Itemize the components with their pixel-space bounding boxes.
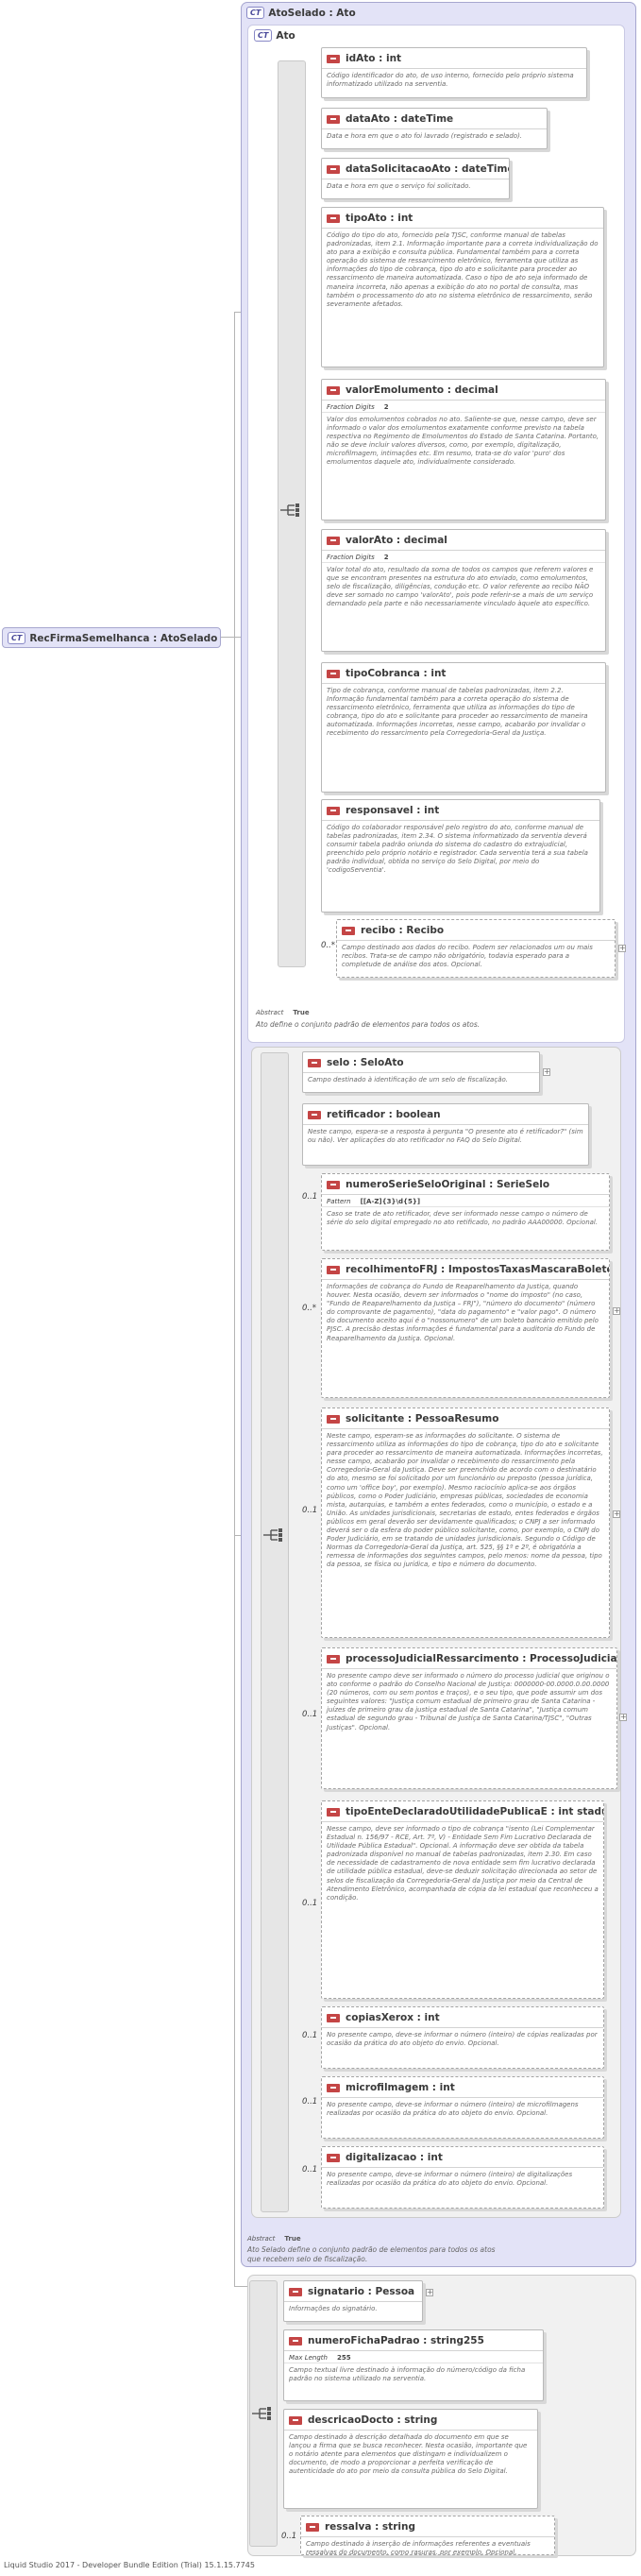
element-solicitante[interactable]: solicitante : PessoaResumo Neste campo, … <box>321 1407 610 1638</box>
occurrence-label: 0..1 <box>302 2031 318 2040</box>
atoselado-description: Ato Selado define o conjunto padrão de e… <box>247 2245 496 2263</box>
element-digitalizacao[interactable]: digitalizacao : int No presente campo, d… <box>321 2146 604 2209</box>
element-idato[interactable]: idAto : int Código identificador do ato,… <box>321 47 587 98</box>
expand-icon[interactable]: + <box>613 1306 620 1315</box>
occurrence-label: 0..* <box>321 941 336 950</box>
element-icon <box>327 2013 340 2022</box>
occurrence-label: 0..1 <box>302 2097 318 2107</box>
element-icon <box>327 385 340 395</box>
element-tipoato[interactable]: tipoAto : int Código do tipo do ato, for… <box>321 207 604 367</box>
root-label: RecFirmaSemelhanca : AtoSelado <box>29 633 218 644</box>
sequence-compositor <box>261 1052 289 2212</box>
element-icon <box>327 1654 340 1663</box>
element-icon <box>327 536 340 545</box>
element-numeroserieselooriginal[interactable]: numeroSerieSeloOriginal : SerieSelo Patt… <box>321 1173 610 1251</box>
element-icon <box>327 1807 340 1817</box>
element-icon <box>327 806 340 815</box>
element-icon <box>306 2522 319 2532</box>
element-signatario[interactable]: signatario : Pessoa Informações do signa… <box>283 2280 423 2322</box>
expand-icon[interactable]: + <box>619 1713 627 1721</box>
element-processojudicialressarcimento[interactable]: processoJudicialRessarcimento : Processo… <box>321 1647 617 1789</box>
element-valoremolumento[interactable]: valorEmolumento : decimal Fraction Digit… <box>321 379 606 520</box>
connector-line <box>221 637 249 638</box>
element-selo[interactable]: selo : SeloAto Campo destinado à identif… <box>302 1051 540 1093</box>
occurrence-label: 0..1 <box>281 2532 297 2541</box>
element-retificador[interactable]: retificador : boolean Neste campo, esper… <box>302 1103 589 1166</box>
sequence-icon <box>280 503 299 517</box>
expand-icon[interactable]: + <box>613 1510 620 1518</box>
sequence-icon <box>263 1528 282 1542</box>
element-icon <box>327 669 340 678</box>
complex-type-icon: CT <box>8 632 26 644</box>
expand-icon[interactable]: + <box>543 1067 550 1076</box>
element-microfilmagem[interactable]: microfilmagem : int No presente campo, d… <box>321 2076 604 2139</box>
occurrence-label: 0..1 <box>302 1506 318 1515</box>
element-descricaodocto[interactable]: descricaoDocto : string Campo destinado … <box>283 2409 538 2509</box>
element-icon <box>308 1110 321 1119</box>
expand-icon[interactable]: + <box>426 2288 433 2296</box>
element-icon <box>327 114 340 124</box>
element-datasolicitacaoato[interactable]: dataSolicitacaoAto : dateTime Data e hor… <box>321 158 510 199</box>
element-tipocobranca[interactable]: tipoCobranca : int Tipo de cobrança, con… <box>321 662 606 793</box>
facet-row: Pattern[[A-Z]{3}\d{5}] <box>322 1195 609 1207</box>
element-icon <box>327 1414 340 1424</box>
sequence-icon <box>252 2407 271 2420</box>
ato-description: Ato define o conjunto padrão de elemento… <box>256 1020 481 1029</box>
connector-line <box>234 2286 251 2287</box>
occurrence-label: 0..1 <box>302 1899 318 1908</box>
complex-type-icon: CT <box>246 7 265 19</box>
footer-text: Liquid Studio 2017 - Developer Bundle Ed… <box>4 2561 255 2569</box>
element-icon <box>327 2153 340 2162</box>
element-responsavel[interactable]: responsavel : int Código do colaborador … <box>321 799 600 913</box>
element-icon <box>289 2415 302 2425</box>
element-icon <box>327 164 340 174</box>
element-copiasxerox[interactable]: copiasXerox : int No presente campo, dev… <box>321 2006 604 2069</box>
atoselado-title: AtoSelado : Ato <box>268 8 356 19</box>
element-icon <box>308 1058 321 1067</box>
element-icon <box>327 1265 340 1274</box>
element-icon <box>342 926 355 935</box>
expand-icon[interactable]: + <box>618 944 626 952</box>
complex-type-icon: CT <box>254 29 273 42</box>
sequence-compositor <box>278 60 306 967</box>
occurrence-label: 0..1 <box>302 2165 318 2175</box>
element-icon <box>327 54 340 63</box>
element-icon <box>289 2336 302 2346</box>
occurrence-label: 0..1 <box>302 1710 318 1719</box>
occurrence-label: 0..* <box>302 1304 317 1313</box>
element-icon <box>289 2287 302 2296</box>
occurrence-label: 0..1 <box>302 1192 318 1202</box>
element-recolhimentofrj[interactable]: recolhimentoFRJ : ImpostosTaxasMascaraBo… <box>321 1258 610 1398</box>
element-icon <box>327 213 340 223</box>
element-ressalva[interactable]: ressalva : string Campo destinado à inse… <box>300 2516 555 2555</box>
element-recibo[interactable]: recibo : Recibo Campo destinado aos dado… <box>336 919 616 978</box>
ato-title: Ato <box>276 30 295 42</box>
element-dataato[interactable]: dataAto : dateTime Data e hora em que o … <box>321 108 548 149</box>
element-numerofichapadrao[interactable]: numeroFichaPadrao : string255 Max Length… <box>283 2329 544 2401</box>
element-tipoentedeclaradoutilidadepublica[interactable]: tipoEnteDeclaradoUtilidadePublicaE : int… <box>321 1800 604 1999</box>
element-icon <box>327 2083 340 2092</box>
element-icon <box>327 1180 340 1189</box>
connector-line <box>234 312 235 2286</box>
